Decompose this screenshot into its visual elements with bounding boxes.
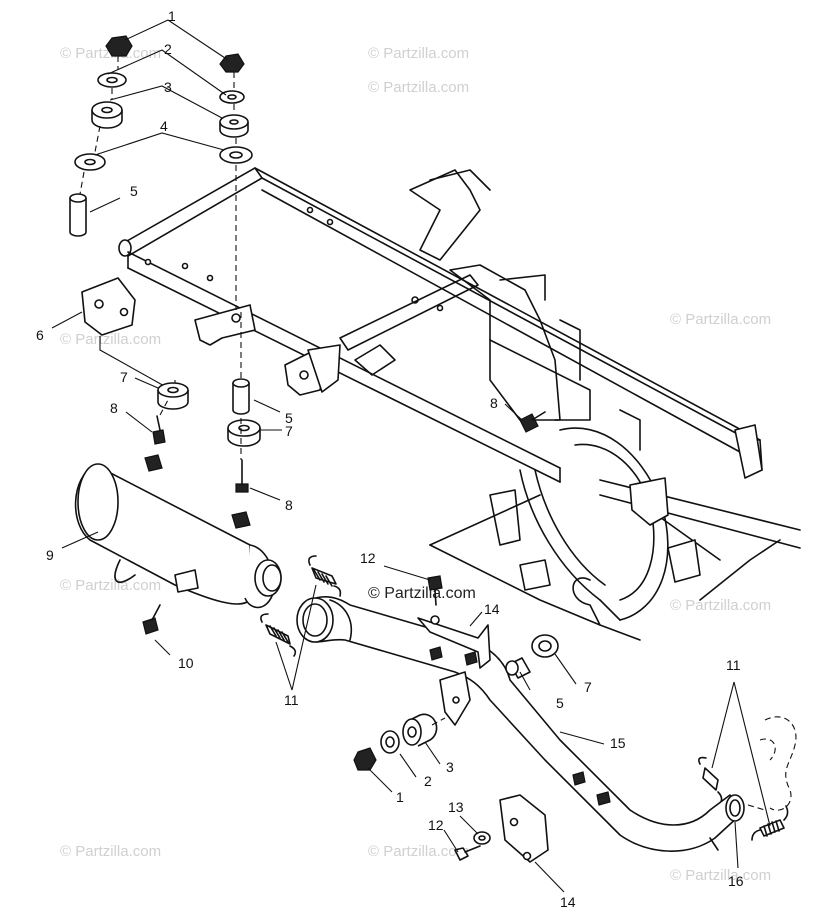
callout-8: 8 [285, 497, 293, 513]
callout-5: 5 [285, 410, 293, 426]
bolt-8-left [152, 429, 166, 445]
callout-8: 8 [490, 395, 498, 411]
watermark: © Partzilla.com [670, 597, 771, 614]
callout-4: 4 [160, 118, 168, 134]
watermark: © Partzilla.com [60, 577, 161, 594]
callout-9: 9 [46, 547, 54, 563]
callout-1: 1 [396, 789, 404, 805]
callout-12: 12 [360, 550, 376, 566]
springs-11 [260, 555, 789, 841]
callout-14: 14 [560, 894, 576, 910]
callouts: 1 2 3 4 5 6 7 8 5 7 8 8 9 10 11 12 14 5 … [36, 8, 744, 910]
callout-6: 6 [36, 327, 44, 343]
leader-lines [51, 19, 771, 893]
watermark: © Partzilla.com [368, 45, 469, 62]
bracket-14-upper [417, 615, 491, 669]
callout-7: 7 [120, 369, 128, 385]
watermark: © Partzilla.com [670, 311, 771, 328]
watermark: © Partzilla.com [60, 331, 161, 348]
muffler-9 [74, 454, 282, 609]
callout-10: 10 [178, 655, 194, 671]
bolt-10 [142, 617, 159, 635]
callout-12: 12 [428, 817, 444, 833]
callout-3: 3 [164, 79, 172, 95]
bracket-14-lower [499, 794, 549, 863]
watermark: © Partzilla.com [670, 867, 771, 884]
callout-11: 11 [726, 657, 741, 673]
nut-1-lower [353, 747, 377, 771]
callout-5: 5 [130, 183, 138, 199]
watermarks: © Partzilla.com © Partzilla.com © Partzi… [60, 45, 771, 884]
callout-2: 2 [424, 773, 432, 789]
watermark: © Partzilla.com [60, 843, 161, 860]
mounting-hardware-upper [69, 35, 546, 493]
watermark-overlay: © Partzilla.com [368, 585, 476, 602]
nut-1-upper-left [105, 35, 133, 57]
bracket-6 [81, 277, 136, 336]
spacer-5-middle [232, 383, 250, 415]
callout-11: 11 [284, 692, 299, 708]
callout-3: 3 [446, 759, 454, 775]
callout-7: 7 [584, 679, 592, 695]
callout-14: 14 [484, 601, 500, 617]
bolt-12-upper [427, 575, 443, 591]
watermark: © Partzilla.com [368, 843, 469, 860]
callout-16: 16 [728, 873, 744, 889]
callout-15: 15 [610, 735, 626, 751]
frame [118, 167, 801, 641]
callout-7: 7 [285, 423, 293, 439]
callout-1: 1 [168, 8, 176, 24]
callout-13: 13 [448, 799, 464, 815]
watermark: © Partzilla.com [368, 79, 469, 96]
callout-2: 2 [164, 41, 172, 57]
bolt-12-lower [454, 847, 469, 861]
mounting-hardware-lower [353, 713, 446, 771]
bolt-8-right [519, 413, 539, 433]
callout-8: 8 [110, 400, 118, 416]
callout-5: 5 [556, 695, 564, 711]
spacer-5-upper-left [69, 198, 87, 237]
